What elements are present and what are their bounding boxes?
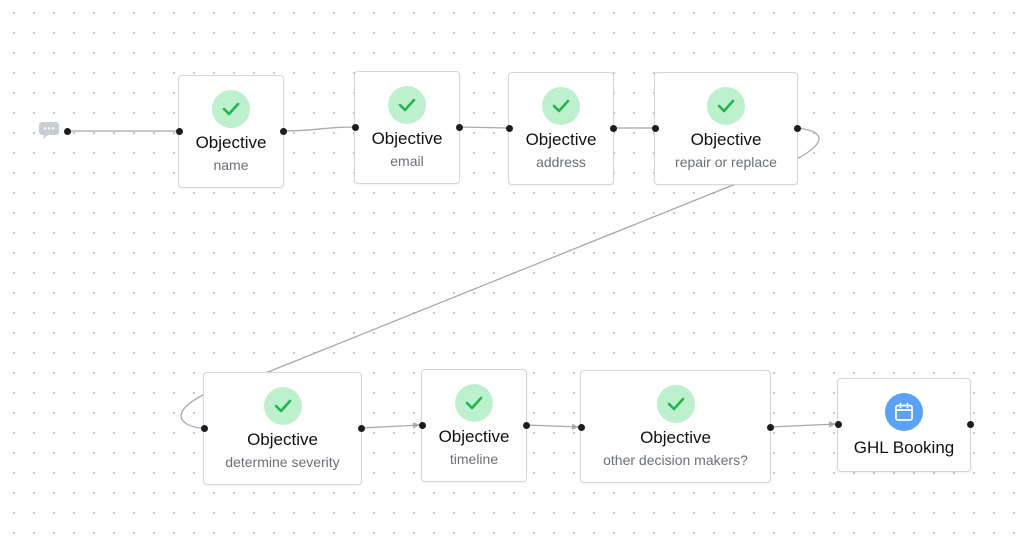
objective-node-email[interactable]: Objective email [354,71,460,184]
node-subtitle: repair or replace [675,154,777,170]
node-title: GHL Booking [853,438,955,457]
objective-node-timeline[interactable]: Objective timeline [421,369,527,482]
node-title: Objective [690,130,762,149]
source-handle[interactable] [279,127,287,135]
node-title: Objective [438,427,510,446]
source-handle[interactable] [766,423,774,431]
calendar-icon [885,393,923,431]
source-handle[interactable] [609,124,617,132]
edge-email-to-address [458,126,510,129]
node-title: Objective [525,130,597,149]
chat-bubble-icon[interactable] [38,121,60,141]
edge-name-to-email [282,126,356,132]
check-icon [455,384,493,422]
source-handle[interactable] [793,124,801,132]
objective-node-determine-severity[interactable]: Objective determine severity [203,372,362,485]
check-icon [707,87,745,125]
source-handle[interactable] [522,421,530,429]
node-subtitle: other decision makers? [603,452,748,468]
target-handle[interactable] [175,127,183,135]
edge-decision-to-booking [769,421,837,428]
source-handle[interactable] [455,123,463,131]
objective-node-address[interactable]: Objective address [508,72,614,185]
check-icon [212,90,250,128]
check-icon [656,385,695,423]
node-title: Objective [371,129,443,148]
check-icon [263,387,302,425]
check-icon [542,87,580,125]
edge-severity-to-timeline [360,422,421,429]
objective-node-repair-or-replace[interactable]: Objective repair or replace [654,72,798,185]
node-subtitle: timeline [449,451,499,467]
target-handle[interactable] [577,423,585,431]
check-icon [388,86,426,124]
target-handle[interactable] [200,424,208,432]
node-subtitle: name [213,157,249,173]
target-handle[interactable] [834,420,842,428]
ghl-booking-node[interactable]: GHL Booking [837,378,971,472]
node-subtitle: address [536,154,586,170]
edge-timeline-to-decision [525,423,580,430]
source-handle[interactable] [966,420,974,428]
source-handle[interactable] [357,424,365,432]
node-title: Objective [195,133,267,152]
node-subtitle: determine severity [225,454,340,470]
objective-node-other-decision-makers[interactable]: Objective other decision makers? [580,370,771,483]
node-subtitle: email [390,153,424,169]
node-title: Objective [640,428,711,447]
target-handle[interactable] [505,124,513,132]
target-handle[interactable] [651,124,659,132]
node-title: Objective [247,430,318,449]
target-handle[interactable] [418,421,426,429]
objective-node-name[interactable]: Objective name [178,75,284,188]
target-handle[interactable] [351,123,359,131]
start-source-handle[interactable] [63,127,71,135]
